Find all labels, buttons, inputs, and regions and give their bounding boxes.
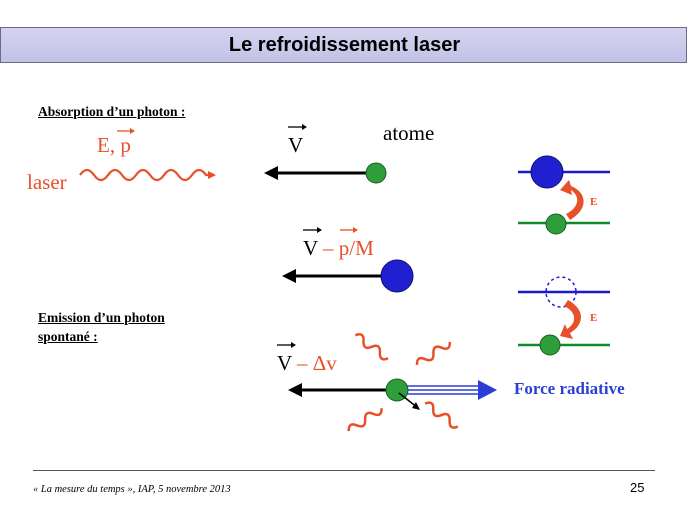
velocity-after-absorption-label: V – p/M: [303, 236, 374, 261]
section-absorption-label: Absorption d’un photon :: [38, 104, 186, 119]
absorption-transition-arrow: [560, 180, 584, 220]
emitted-photon-wave-1: [354, 333, 389, 361]
slide-title: Le refroidissement laser: [228, 34, 461, 56]
vector-arrow-over-v: [288, 124, 307, 130]
excited-state-atom: [380, 259, 414, 293]
laser-label: laser: [27, 170, 67, 194]
force-radiative-arrow: [407, 380, 497, 400]
velocity-arrow-head: [264, 166, 278, 180]
section-emission-label-line1: Emission d’un photon: [38, 310, 165, 325]
section-emission-label-line2: spontané :: [38, 329, 98, 344]
vector-arrow-over-p: [117, 128, 135, 134]
footer-divider: [33, 470, 655, 471]
velocity-label: V: [288, 133, 304, 157]
vacated-excited-state: [545, 276, 577, 308]
velocity-symbol: V: [303, 236, 318, 260]
title-bar: Le refroidissement laser: [0, 27, 687, 63]
force-radiative-label: Force radiative: [514, 379, 625, 398]
ground-electron-2: [539, 334, 561, 356]
velocity-after-emission-label: V – Δv: [277, 351, 337, 376]
vector-arrow-over-v-3: [277, 342, 296, 348]
excited-electron: [530, 155, 564, 189]
emitted-photon-wave-4: [424, 401, 459, 429]
recoil-kick-arrow-head: [412, 402, 420, 410]
recoil-term: – p/M: [317, 236, 374, 260]
velocity-symbol-2: V: [277, 351, 292, 375]
page-number: 25: [630, 480, 645, 495]
laser-photon-wave: [79, 168, 216, 182]
footer-citation: « La mesure du temps », IAP, 5 novembre …: [33, 484, 231, 495]
emitted-photon-wave-3: [347, 408, 383, 432]
velocity-arrow-head-2: [282, 269, 296, 283]
vector-arrow-over-p-2: [340, 227, 358, 233]
emitted-photon-wave-2: [415, 341, 452, 365]
vector-arrow-over-v-2: [303, 227, 322, 233]
ground-state-atom: [365, 162, 387, 184]
ground-electron: [545, 213, 567, 235]
atom-label: atome: [383, 121, 435, 145]
photon-momentum-label: E, p: [97, 133, 131, 157]
energy-label-2: E: [590, 312, 598, 324]
delta-v-term: – Δv: [291, 351, 337, 375]
energy-label-1: E: [590, 196, 598, 208]
velocity-arrow-head-3: [288, 383, 302, 397]
emission-transition-arrow: [560, 300, 581, 339]
